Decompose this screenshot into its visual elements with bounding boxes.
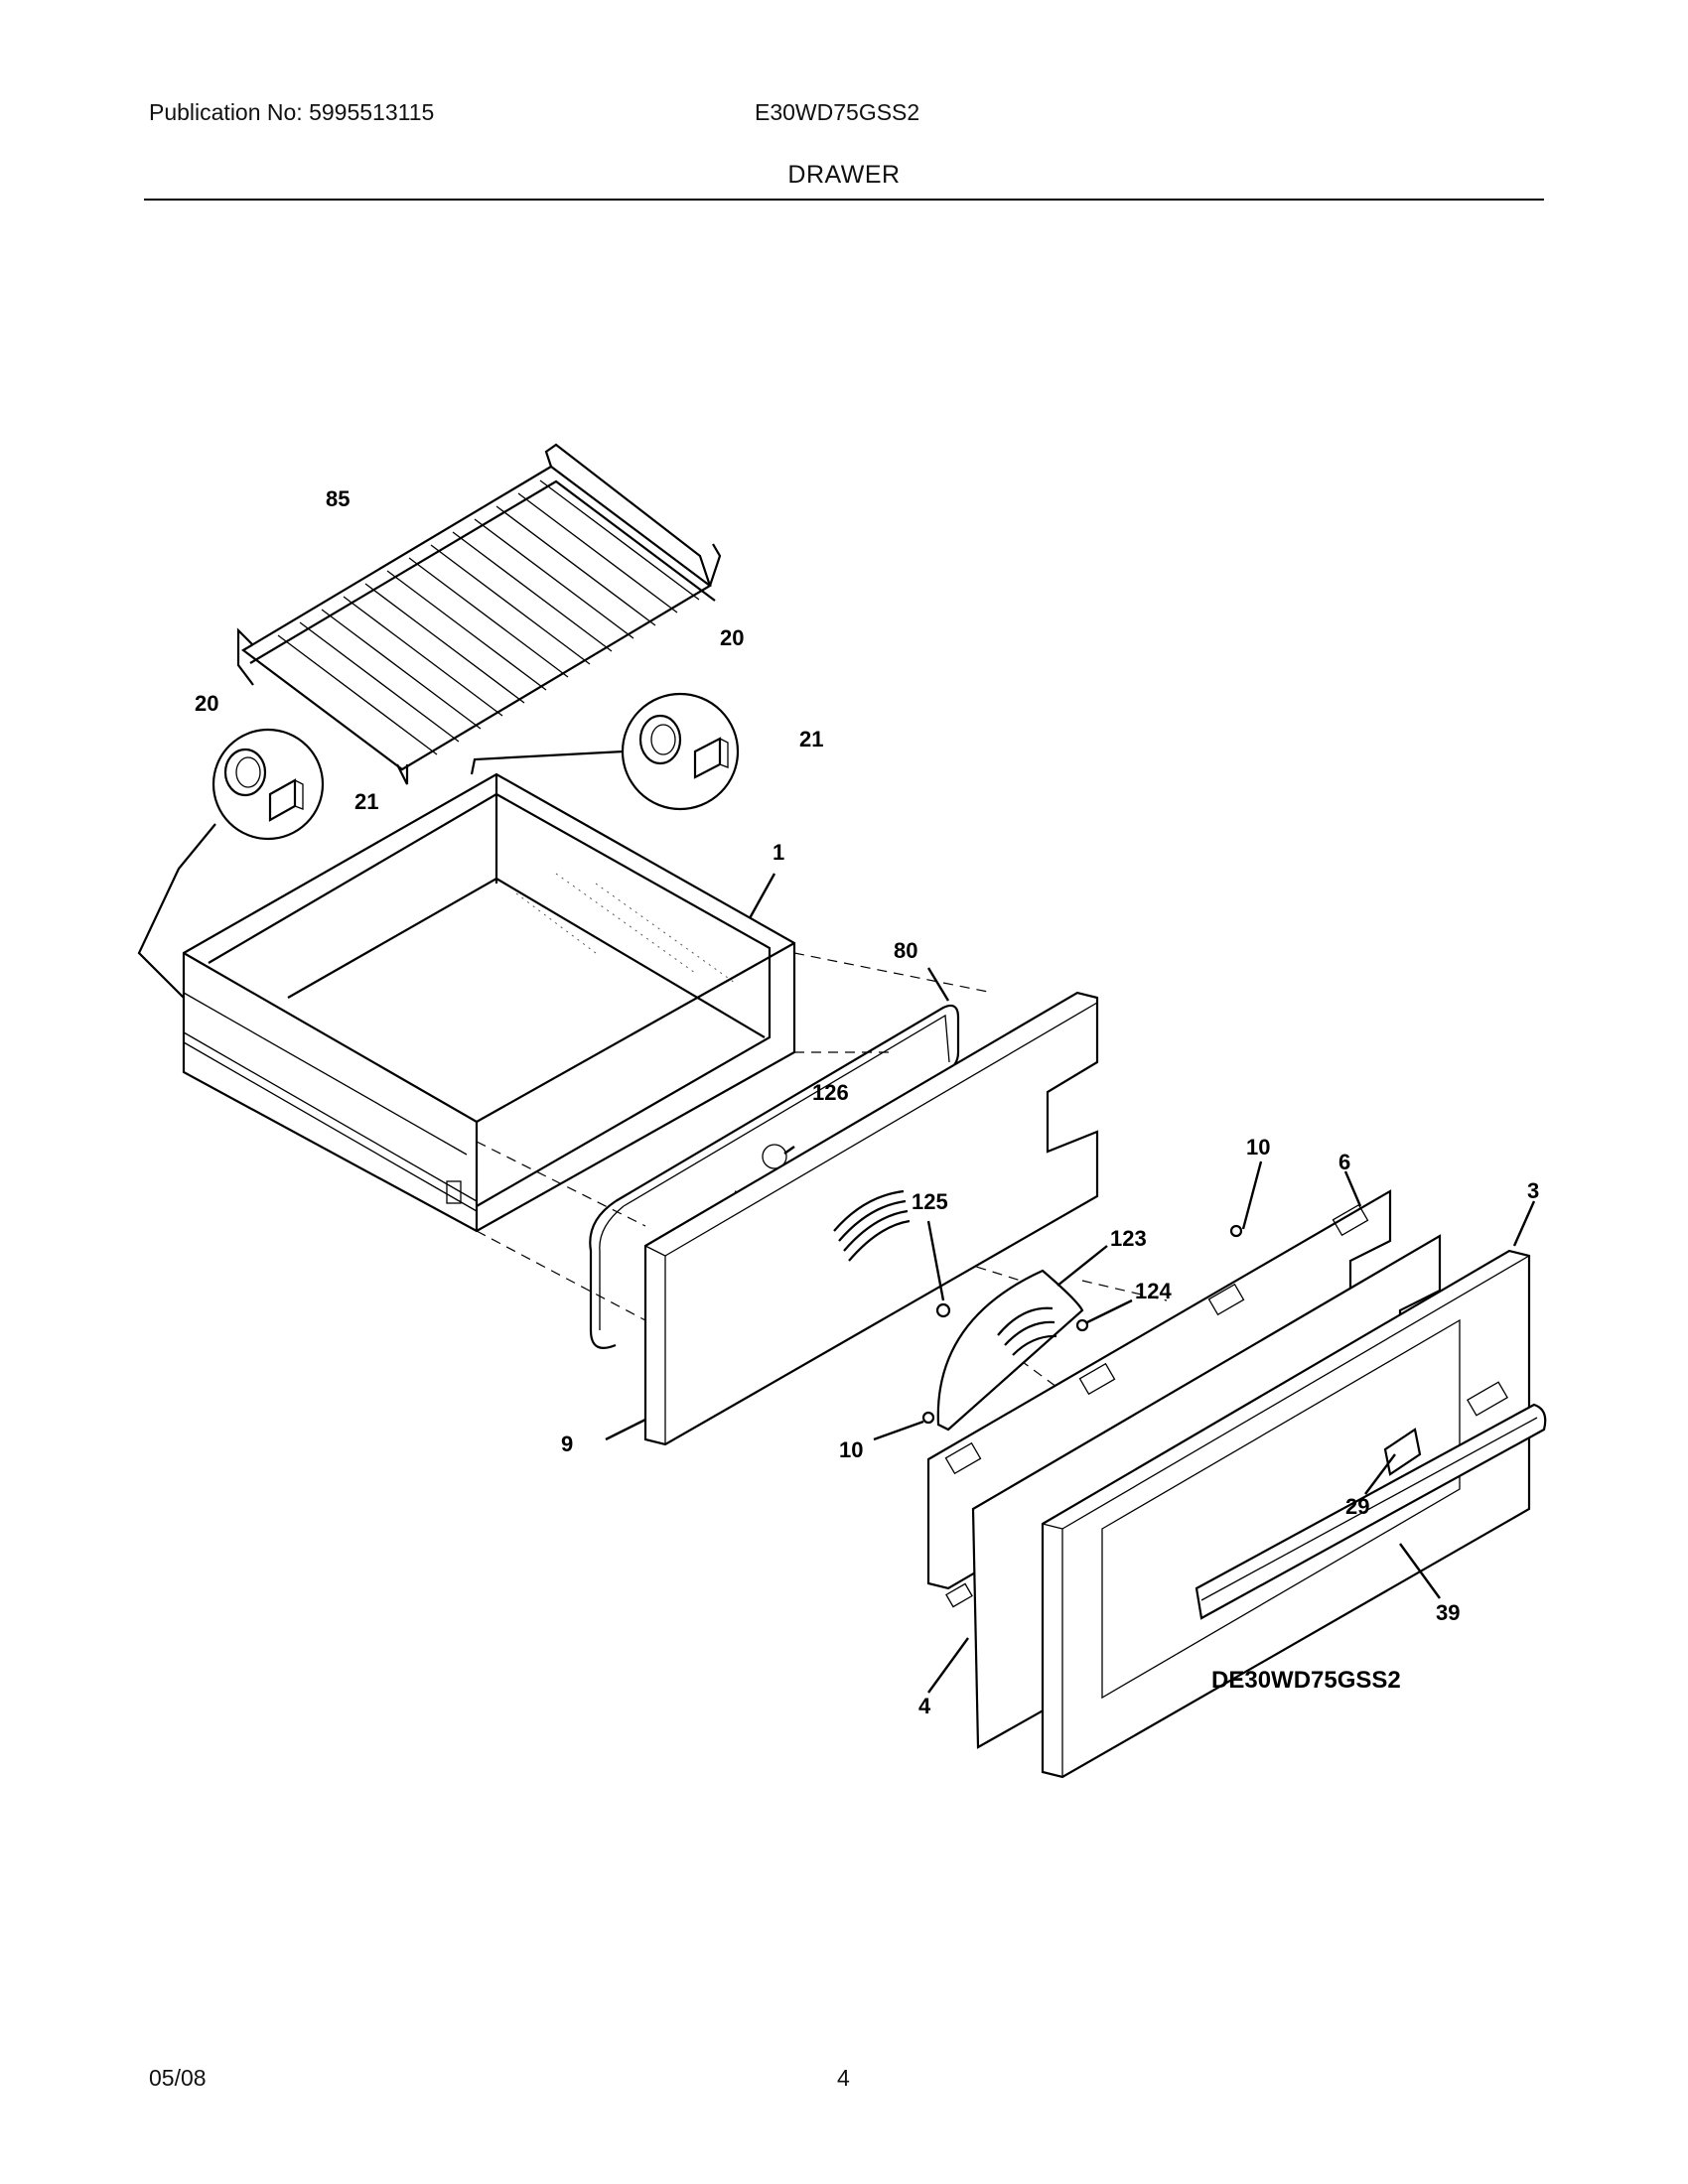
screw-125 <box>926 1220 951 1318</box>
screw-124 <box>1075 1298 1133 1332</box>
handle <box>1195 1403 1547 1620</box>
callout-bracket-right: 21 <box>799 727 823 751</box>
drawer-body <box>182 772 796 1233</box>
callout-gasket: 80 <box>894 938 917 963</box>
page-number: 4 <box>837 2065 850 2091</box>
callout-roller-left: 20 <box>195 691 218 716</box>
footer-date: 05/08 <box>149 2065 207 2091</box>
section-title: DRAWER <box>787 161 901 189</box>
publication-number: Publication No: 5995513115 <box>149 99 435 125</box>
callout-plug: 126 <box>812 1080 849 1105</box>
callout-shield: 123 <box>1110 1226 1147 1251</box>
callout-rack: 85 <box>326 486 350 511</box>
callout-screw-124: 124 <box>1135 1279 1172 1303</box>
callout-panel-4: 4 <box>918 1694 931 1718</box>
callout-roller-right: 20 <box>720 625 744 650</box>
callout-drawer-body: 1 <box>773 840 784 865</box>
badge <box>1364 1428 1422 1495</box>
callout-screw-125: 125 <box>912 1189 948 1214</box>
callout-screw-10-top: 10 <box>1246 1135 1270 1160</box>
inner-panel <box>605 991 1099 1446</box>
header-rule <box>144 199 1544 201</box>
callout-screw-10-bottom: 10 <box>839 1437 863 1462</box>
front-panel <box>1041 1200 1536 1779</box>
callout-front-panel: 3 <box>1527 1178 1539 1203</box>
heat-shield <box>936 1245 1108 1432</box>
roller-detail-left <box>137 728 325 999</box>
screw-10-top <box>1229 1160 1263 1238</box>
screw-10-bottom <box>873 1411 935 1441</box>
model-number: E30WD75GSS2 <box>755 99 920 125</box>
diagram-code: DE30WD75GSS2 <box>1211 1667 1401 1694</box>
callout-panel-6: 6 <box>1338 1150 1350 1174</box>
callout-inner-panel: 9 <box>561 1432 573 1456</box>
wire-rack <box>236 443 722 785</box>
roller-detail-right <box>470 692 740 811</box>
callout-handle: 39 <box>1436 1600 1460 1625</box>
callout-badge: 29 <box>1345 1494 1369 1519</box>
callout-bracket-left: 21 <box>354 789 378 814</box>
